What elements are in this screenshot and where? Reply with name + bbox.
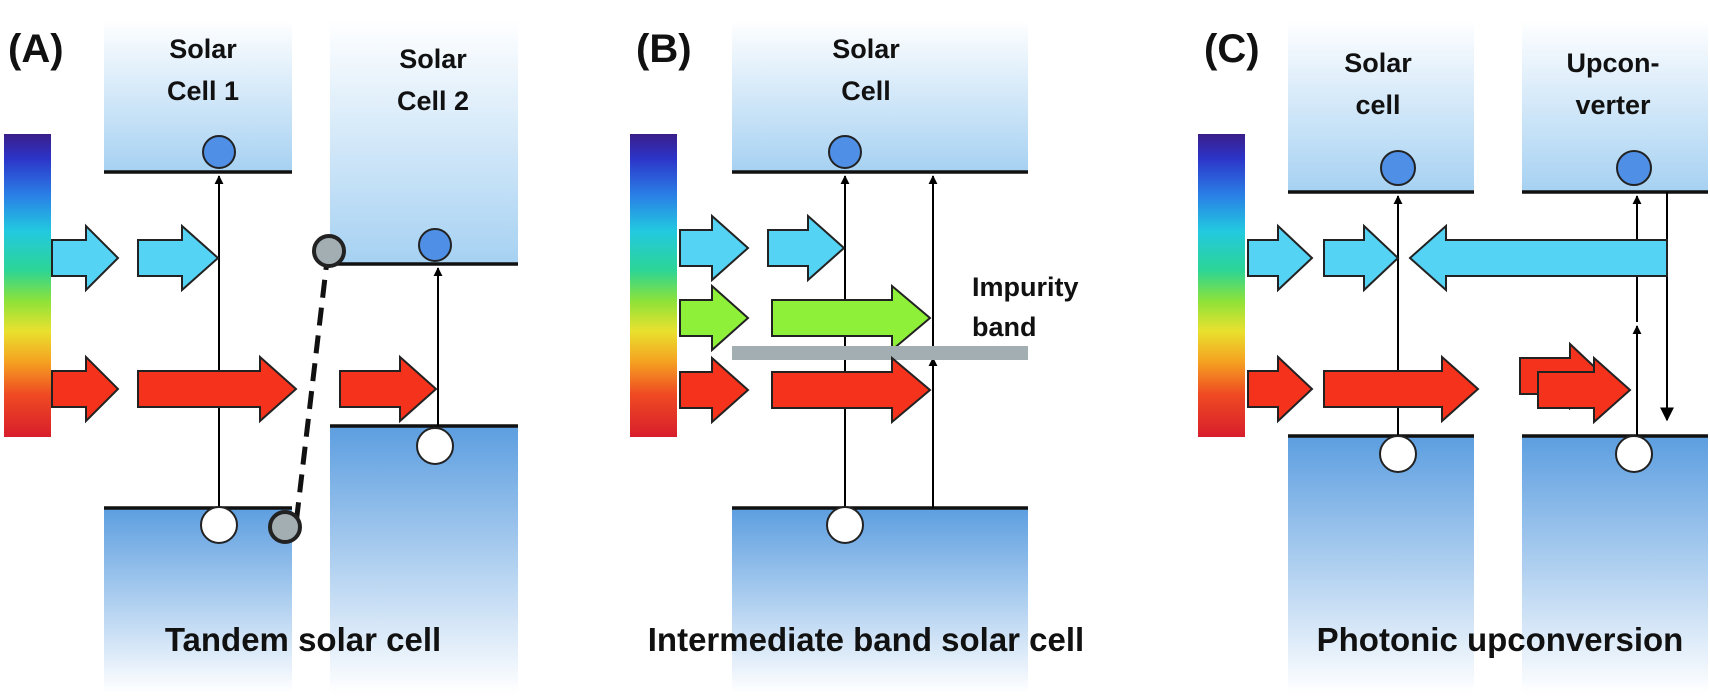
blue-photon-arrow xyxy=(679,213,750,283)
red-photon-arrow xyxy=(51,354,120,424)
impurity-label-line2: band xyxy=(972,312,1037,342)
upconverted-photon-arrow xyxy=(1408,223,1668,293)
panel-a: (A) Solar Cell 1 Solar Cell 2 xyxy=(4,20,518,693)
hole-circle xyxy=(416,427,454,465)
hole-circle xyxy=(1615,435,1653,473)
solar-cell-valence-band xyxy=(1288,436,1474,693)
spectrum-bar xyxy=(630,134,677,437)
panel-b: (B) Solar Cell Impurity band Intermediat… xyxy=(630,20,1084,693)
cell1-label-line1: Solar xyxy=(169,34,237,64)
panel-c-caption: Photonic upconversion xyxy=(1317,621,1684,658)
red-photon-arrow xyxy=(339,354,438,424)
recombination-carrier xyxy=(268,510,302,544)
red-photon-arrow xyxy=(137,354,298,424)
panel-c-letter: (C) xyxy=(1204,27,1260,71)
electron-circle xyxy=(202,135,236,169)
red-photon-arrow xyxy=(679,355,750,425)
red-photon-arrow xyxy=(771,355,932,425)
panel-b-letter: (B) xyxy=(636,27,692,71)
hole-circle xyxy=(1379,435,1417,473)
recombination-link xyxy=(293,251,331,525)
electron-circle xyxy=(1616,150,1652,186)
electron-circle xyxy=(828,135,862,169)
cell2-conduction-band xyxy=(330,20,518,264)
cell1-label-line2: Cell 1 xyxy=(167,76,239,106)
cell-label-line1: Solar xyxy=(832,34,900,64)
recombination-carrier xyxy=(312,234,346,268)
green-photon-arrow xyxy=(679,283,750,353)
red-photon-arrow xyxy=(1537,355,1632,425)
spectrum-bar xyxy=(4,134,51,437)
impurity-label-line1: Impurity xyxy=(972,272,1079,302)
blue-photon-arrow xyxy=(1323,223,1400,293)
solar-cell-label-line2: cell xyxy=(1355,90,1400,120)
cell-label-line2: Cell xyxy=(841,76,891,106)
impurity-band xyxy=(732,346,1028,360)
blue-photon-arrow xyxy=(1247,223,1314,293)
red-photon-arrow xyxy=(1323,354,1480,424)
blue-photon-arrow xyxy=(51,223,120,293)
conduction-band xyxy=(732,20,1028,172)
hole-circle xyxy=(200,506,238,544)
cell1-valence-band xyxy=(104,508,292,693)
cell2-label-line2: Cell 2 xyxy=(397,86,469,116)
spectrum-bar xyxy=(1198,134,1245,437)
solar-cell-label-line1: Solar xyxy=(1344,48,1412,78)
upconverter-label-line1: Upcon- xyxy=(1567,48,1660,78)
cell2-label-line1: Solar xyxy=(399,44,467,74)
valence-band xyxy=(732,508,1028,693)
upconverter-label-line2: verter xyxy=(1575,90,1651,120)
blue-photon-arrow xyxy=(137,223,220,293)
red-photon-arrow xyxy=(1247,354,1314,424)
panel-a-letter: (A) xyxy=(8,27,64,71)
panel-a-caption: Tandem solar cell xyxy=(165,621,441,658)
electron-circle xyxy=(418,228,452,262)
upconverter-conduction-band xyxy=(1522,20,1708,192)
upconverter-valence-band xyxy=(1522,436,1708,693)
panel-b-caption: Intermediate band solar cell xyxy=(648,621,1084,658)
blue-photon-arrow xyxy=(767,213,846,283)
green-photon-arrow xyxy=(771,283,932,353)
hole-circle xyxy=(826,506,864,544)
panel-c: (C) Solar cell Upcon- verter xyxy=(1198,20,1708,693)
cell1-conduction-band xyxy=(104,20,292,172)
cell2-valence-band xyxy=(330,426,518,693)
electron-circle xyxy=(1380,150,1416,186)
